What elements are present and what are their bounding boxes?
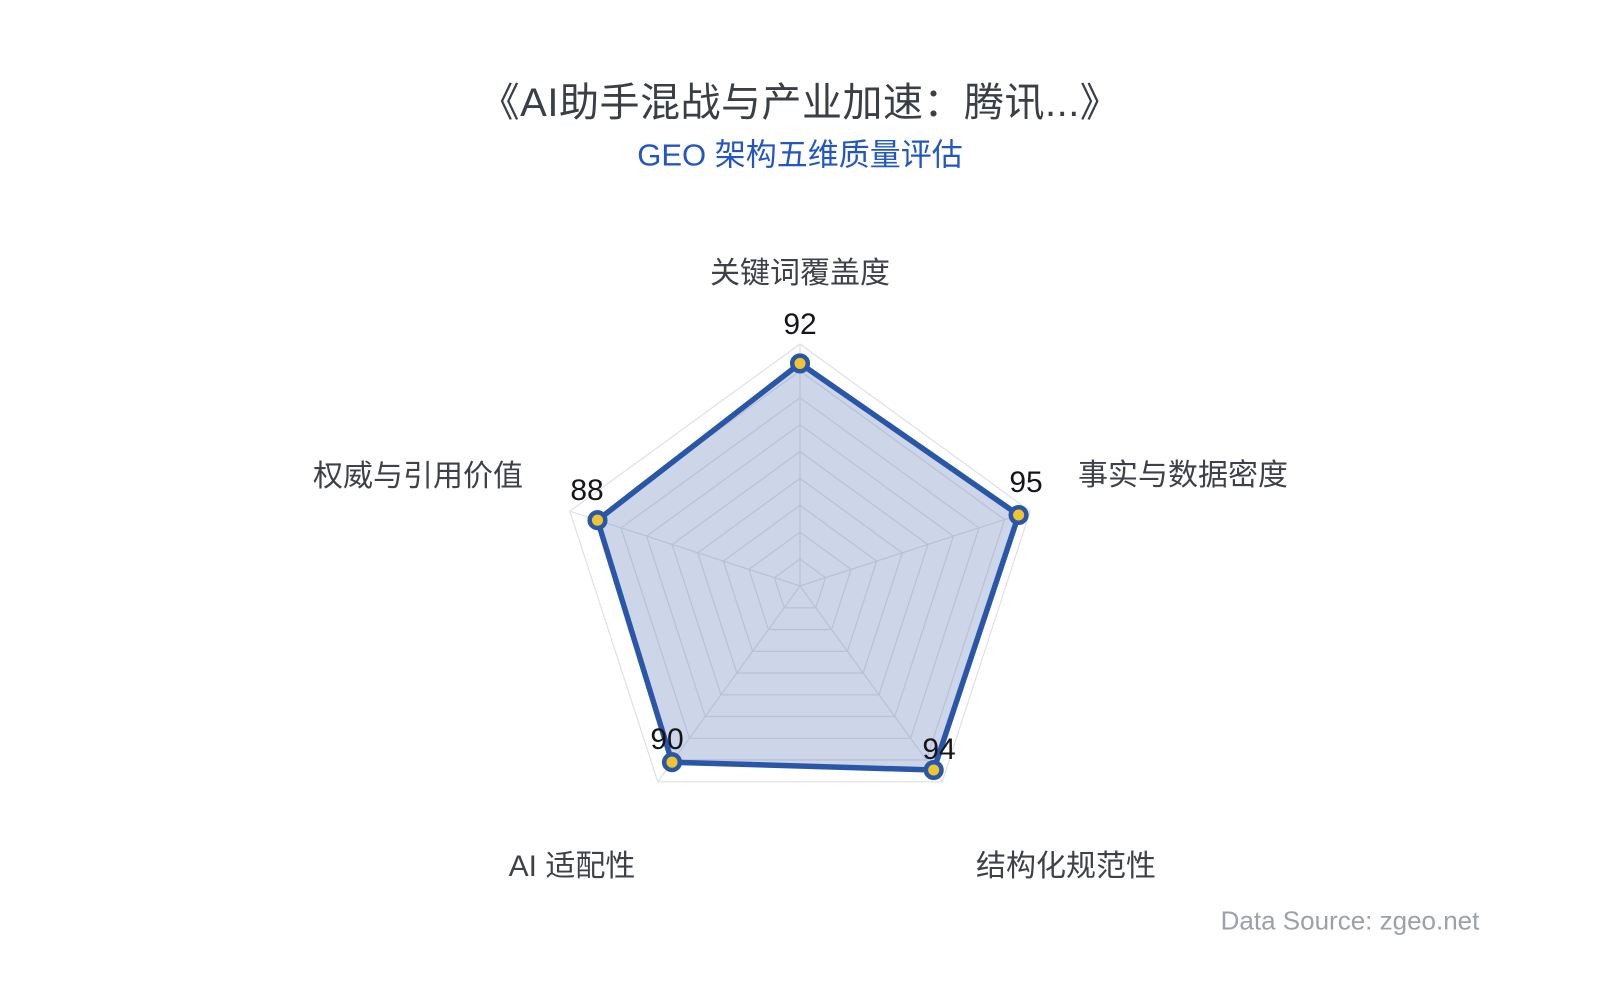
- radar-point-3[interactable]: [661, 752, 683, 773]
- chart-title: 《AI助手混战与产业加速：腾讯...》: [479, 81, 1121, 125]
- radar-grid-ring: [696, 477, 904, 674]
- value-label-structural-standard: 94: [922, 733, 956, 766]
- radar-point-4[interactable]: [587, 510, 608, 531]
- axis-label-ai-compatibility: AI 适配性: [508, 850, 636, 883]
- value-label-ai-compatibility: 90: [650, 723, 684, 756]
- radar-point-0[interactable]: [789, 353, 811, 374]
- axis-label-structural-standard: 结构化规范性: [976, 850, 1156, 883]
- radar-point-2[interactable]: [923, 759, 944, 781]
- axis-label-fact-data-density: 事实与数据密度: [1078, 459, 1288, 492]
- radar-series-area: [594, 360, 1022, 773]
- radar-grid-spoke: [657, 585, 801, 783]
- axis-label-keyword-coverage: 关键词覆盖度: [710, 257, 890, 290]
- radar-grid-ring: [748, 531, 852, 631]
- radar-grid-spoke: [569, 510, 801, 587]
- radar-grid-ring: [645, 423, 955, 718]
- axis-label-authority-citation: 权威与引用价值: [313, 460, 523, 493]
- radar-grid-spoke: [799, 510, 1031, 587]
- data-source-note: Data Source: zgeo.net: [1220, 905, 1480, 936]
- radar-grid-ring: [671, 450, 929, 696]
- chart-subtitle: GEO 架构五维质量评估: [637, 137, 963, 173]
- value-label-authority-citation: 88: [570, 474, 604, 507]
- radar-grid-ring: [773, 558, 827, 609]
- radar-grid-spoke: [799, 585, 943, 783]
- radar-grid-ring: [620, 397, 980, 739]
- value-label-fact-data-density: 95: [1009, 466, 1043, 499]
- radar-grid-ring: [569, 343, 1031, 783]
- value-label-keyword-coverage: 92: [783, 308, 817, 341]
- radar-grid-ring: [722, 504, 878, 652]
- radar-point-1[interactable]: [1008, 504, 1029, 526]
